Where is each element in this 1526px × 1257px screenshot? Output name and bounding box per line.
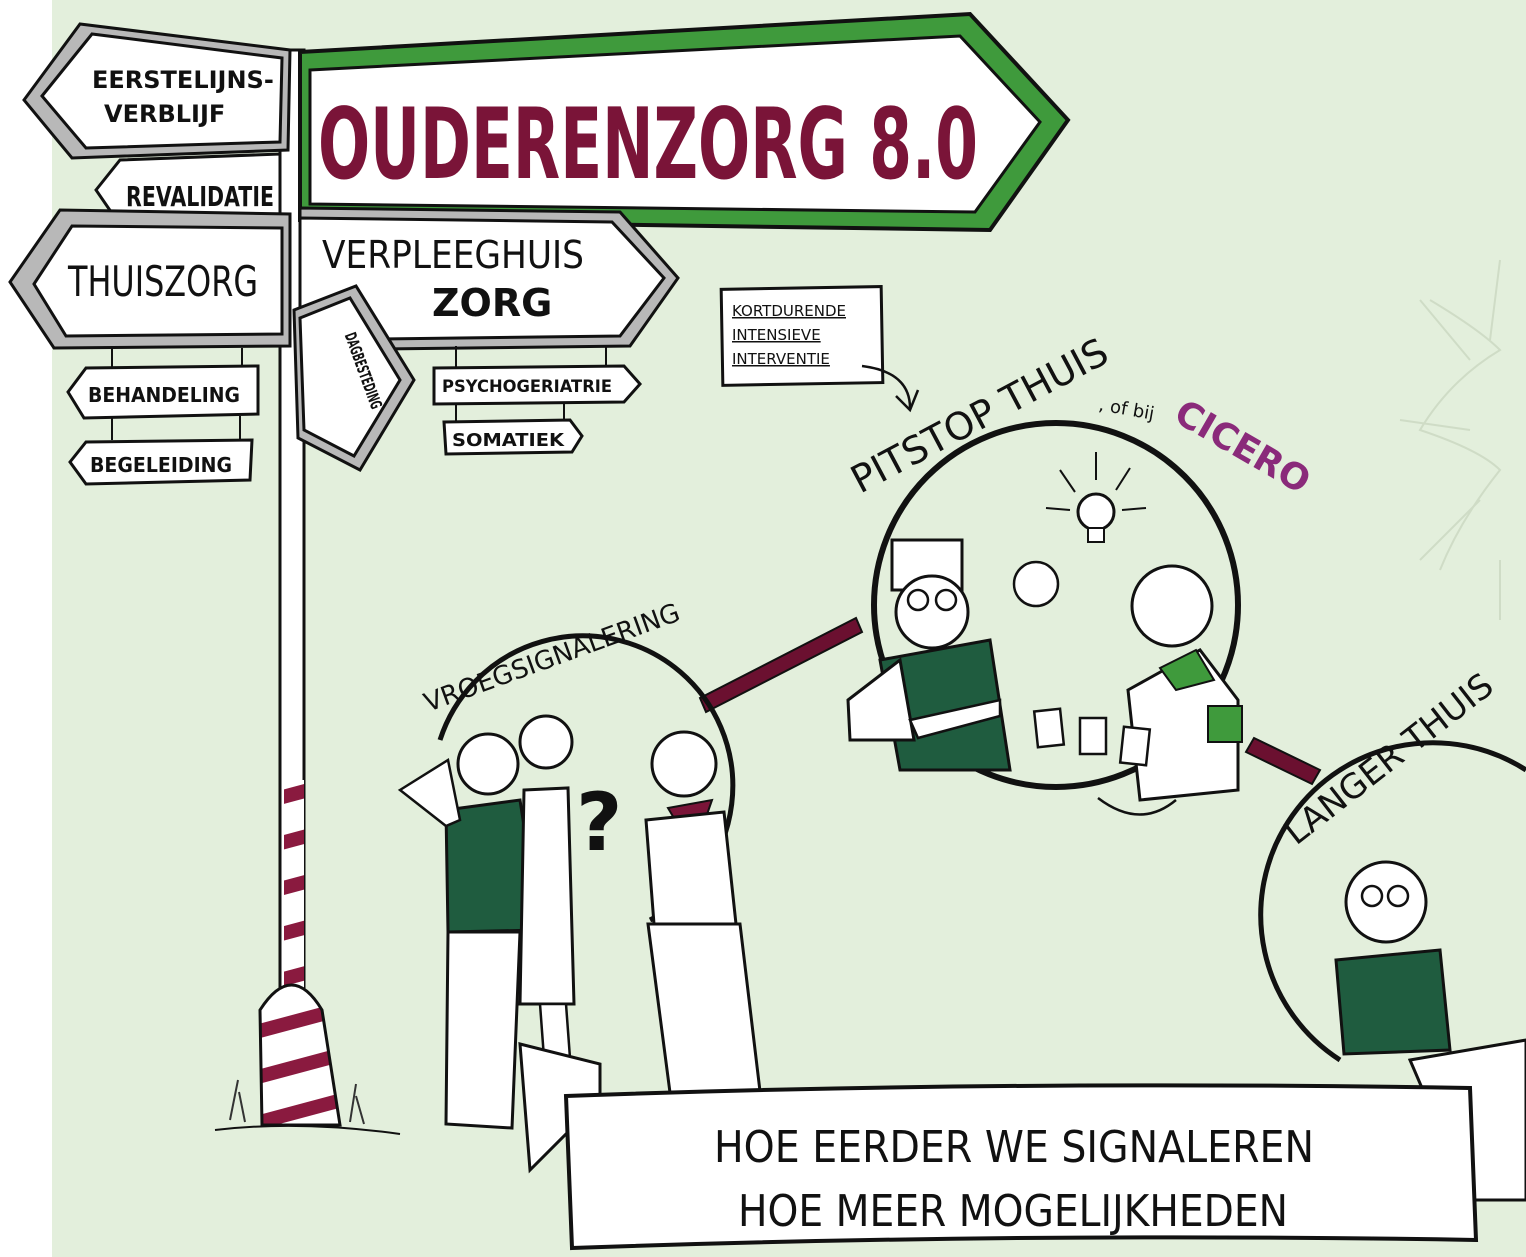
man-character bbox=[846, 538, 1012, 772]
sign-begeleiding-label: BEGELEIDING bbox=[90, 453, 232, 477]
sign-revalidatie: REVALIDATIE bbox=[94, 152, 282, 224]
pitstop-scene bbox=[846, 420, 1243, 816]
hand-sketch bbox=[1097, 797, 1177, 816]
note-card: KORTDURENDE INTENSIEVE INTERVENTIE bbox=[719, 285, 920, 413]
nurse-character bbox=[1126, 564, 1243, 802]
sign-behandeling: BEHANDELING bbox=[66, 348, 260, 420]
sign-dagbesteding: DAGBESTEDING bbox=[292, 284, 416, 472]
banner-line2: HOE MEER MOGELIJKHEDEN bbox=[738, 1186, 1288, 1237]
sign-eerstelijns-verblijf: EERSTELIJNS- VERBLIJF bbox=[22, 22, 292, 160]
sign-eerstelijns-line1: EERSTELIJNS- bbox=[92, 66, 274, 94]
sign-verpleeghuis-line2: ZORG bbox=[432, 281, 552, 325]
sign-eerstelijns-line2: VERBLIJF bbox=[104, 100, 225, 128]
sun-rays-illustration bbox=[1399, 259, 1502, 620]
sign-begeleiding: BEGELEIDING bbox=[68, 416, 254, 486]
sign-thuiszorg-label: THUISZORG bbox=[67, 257, 258, 306]
slogan-banner: HOE EERDER WE SIGNALEREN HOE MEER MOGELI… bbox=[518, 1038, 1526, 1251]
page-title: OUDERENZORG 8.0 bbox=[318, 88, 978, 202]
sign-psychogeriatrie-label: PSYCHOGERIATRIE bbox=[442, 377, 612, 397]
connector-bars bbox=[698, 616, 1322, 786]
sign-somatiek: SOMATIEK bbox=[442, 402, 584, 456]
note-line2: INTENSIEVE bbox=[732, 326, 821, 344]
signpost-pole bbox=[214, 48, 401, 1135]
sign-revalidatie-label: REVALIDATIE bbox=[126, 180, 274, 213]
lightbulb-icon bbox=[1045, 452, 1147, 543]
note-line3: INTERVENTIE bbox=[732, 350, 830, 368]
sign-behandeling-label: BEHANDELING bbox=[88, 383, 240, 407]
sign-verpleeghuis-zorg: VERPLEEGHUIS ZORG bbox=[298, 206, 680, 352]
happy-man-character bbox=[1334, 860, 1452, 1056]
title-sign: OUDERENZORG 8.0 bbox=[298, 11, 1071, 233]
woman-small-character bbox=[1012, 560, 1060, 608]
banner-line1: HOE EERDER WE SIGNALEREN bbox=[714, 1122, 1314, 1173]
woman-partner-character bbox=[518, 714, 576, 1060]
vroegsignalering-scene: VROEGSIGNALERING ? bbox=[397, 598, 764, 1130]
sign-verpleeghuis-line1: VERPLEEGHUIS bbox=[322, 233, 584, 277]
question-mark-icon: ? bbox=[576, 776, 622, 869]
arrow-icon bbox=[861, 364, 920, 413]
sign-somatiek-label: SOMATIEK bbox=[452, 430, 565, 451]
sign-psychogeriatrie: PSYCHOGERIATRIE bbox=[432, 346, 643, 406]
carer-character bbox=[644, 730, 764, 1110]
confused-man-character bbox=[397, 732, 542, 1130]
picture-cards bbox=[1032, 707, 1152, 767]
note-line1: KORTDURENDE bbox=[732, 302, 846, 320]
sign-thuiszorg: THUISZORG bbox=[8, 208, 292, 350]
